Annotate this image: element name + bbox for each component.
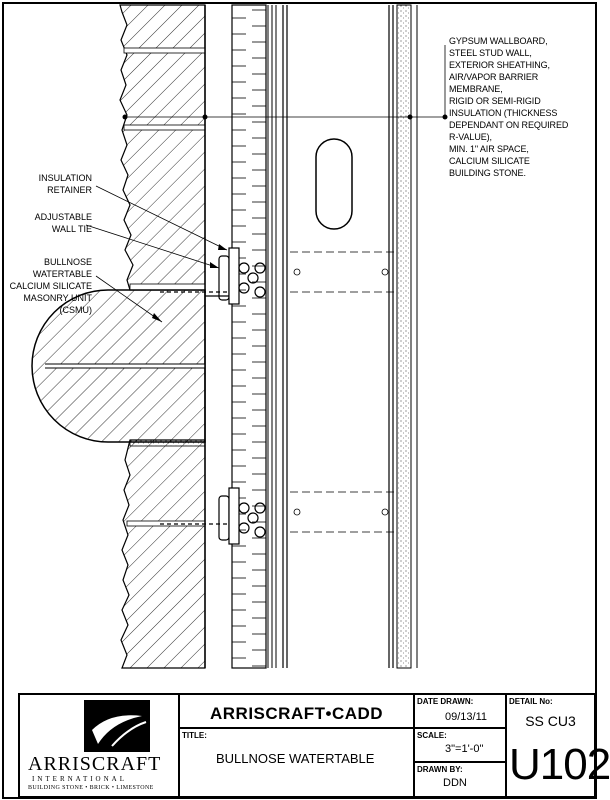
label-line: MASONRY UNIT (CSMU) [23,293,92,315]
mortar-joint [123,124,206,131]
note-line: DEPENDANT ON REQUIRED [449,120,569,130]
note-line: R-VALUE), [449,132,492,142]
logo-sub: INTERNATIONAL [32,775,127,783]
leader-bullnose [95,275,163,323]
wall-tie-upper [160,247,266,305]
detail-code: SS CU3 [525,713,576,729]
mortar-joint [126,520,206,527]
date-label: DATE DRAWN: [417,697,474,706]
logo-cell: ARRISCRAFT INTERNATIONAL BUILDING STONE … [20,695,180,796]
bullnose-unit-label: BULLNOSE WATERTABLE CALCIUM SILICATE MAS… [2,256,92,316]
stone-veneer-lower [120,439,206,669]
insulation-retainer-label: INSULATION RETAINER [20,172,92,196]
scale-cell: SCALE: 3"=1'-0" [415,729,507,763]
adjustable-wall-tie-label: ADJUSTABLE WALL TIE [10,211,92,235]
note-line: AIR/VAPOR BARRIER [449,72,539,82]
note-line: RIGID OR SEMI-RIGID [449,96,541,106]
title-block: ARRISCRAFT INTERNATIONAL BUILDING STONE … [18,693,610,798]
label-line: CALCIUM SILICATE [9,281,92,291]
stud-knockout [315,138,353,230]
mortar-joint [123,47,206,54]
sheet-border [2,2,597,799]
company-cell: ARRISCRAFT•CADD [180,695,415,729]
date-value: 09/13/11 [445,711,488,723]
scale-value: 3"=1'-0" [445,743,484,755]
label-line: ADJUSTABLE [34,212,92,222]
label-line: INSULATION [38,173,92,183]
detail-label: DETAIL No: [509,697,553,706]
mortar-joint [129,283,206,291]
note-line: STEEL STUD WALL, [449,48,532,58]
gypsum-wallboard [396,4,412,669]
drawn-label: DRAWN BY: [417,765,463,774]
logo-tagline: BUILDING STONE • BRICK • LIMESTONE [28,785,154,791]
company-name: ARRISCRAFT•CADD [210,704,384,723]
note-line: CALCIUM SILICATE [449,156,530,166]
note-line: BUILDING STONE. [449,168,526,178]
logo-name: ARRISCRAFT [28,753,162,775]
wall-tie-lower [160,487,266,545]
drawing-title: BULLNOSE WATERTABLE [216,751,375,766]
note-line: GYPSUM WALLBOARD, [449,36,548,46]
drawn-value: DDN [443,777,467,789]
label-line: WALL TIE [51,224,92,234]
note-line: MIN. 1" AIR SPACE, [449,144,529,154]
drawn-cell: DRAWN BY: DDN [415,763,507,796]
label-line: BULLNOSE WATERTABLE [32,257,92,279]
wall-assembly-note: GYPSUM WALLBOARD, STEEL STUD WALL, EXTERIO… [449,35,589,179]
detail-cell: DETAIL No: SS CU3 U102 [507,695,610,796]
scale-label: SCALE: [417,731,447,740]
note-line: MEMBRANE, [449,84,503,94]
title-cell: TITLE: BULLNOSE WATERTABLE [180,729,415,796]
detail-number: U102 [509,740,610,789]
leader-insulation-retainer [95,185,228,251]
leader-wall-tie [85,224,220,269]
title-label: TITLE: [182,731,207,740]
arriscraft-logo [84,700,150,752]
insulation-ticks [232,9,266,667]
note-line: INSULATION (THICKNESS [449,108,558,118]
note-line: EXTERIOR SHEATHING, [449,60,550,70]
rigid-insulation [231,4,267,669]
date-cell: DATE DRAWN: 09/13/11 [415,695,507,729]
label-line: RETAINER [47,185,92,195]
